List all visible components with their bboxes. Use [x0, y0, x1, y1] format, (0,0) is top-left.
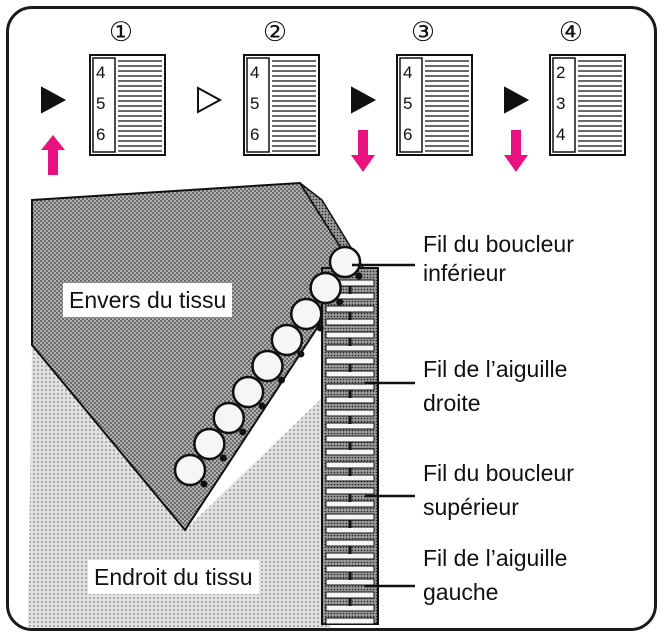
dial-1-value-top: 4	[96, 63, 106, 82]
stitch-bar	[325, 435, 375, 443]
looper-knot	[258, 402, 266, 410]
looper-knot	[297, 350, 305, 358]
stitch-bar	[325, 357, 375, 365]
setting-4-dial-window	[552, 57, 576, 153]
thread-right-needle-line2: droite	[423, 390, 481, 416]
looper-loops	[173, 245, 363, 488]
dial-4-value-mid: 3	[556, 94, 566, 113]
stitch-bar	[325, 305, 375, 313]
stitch-bar	[325, 383, 375, 391]
thread-upper-looper-line1: Fil du boucleur	[423, 460, 574, 486]
thread-upper-looper-line2: supérieur	[423, 494, 519, 520]
looper-loop	[173, 453, 207, 487]
dial-2-value-mid: 5	[250, 94, 260, 113]
stitch-bar	[325, 539, 375, 547]
setting-3-arrow-down-icon	[351, 130, 375, 172]
stitch-bar	[325, 461, 375, 469]
settings-row	[41, 54, 626, 175]
setting-4-number: ④	[558, 17, 584, 47]
dial-2-value-bot: 6	[250, 125, 260, 144]
looper-knot	[239, 428, 247, 436]
right-side-label: Endroit du tissu	[88, 560, 259, 594]
dial-1-value-bot: 6	[96, 125, 106, 144]
stitch-bar	[325, 409, 375, 417]
setting-4-indicator-triangle	[504, 86, 530, 114]
leader-lines	[352, 263, 415, 588]
setting-4-arrow-down-icon	[504, 130, 528, 172]
dial-1-value-mid: 5	[96, 94, 106, 113]
thread-lower-looper-line1: Fil du boucleur	[423, 231, 574, 257]
fabric-wrong-side	[31, 181, 357, 532]
setting-3-number: ③	[410, 17, 436, 47]
setting-2-number: ②	[262, 17, 288, 47]
looper-knot	[278, 376, 285, 384]
thread-right-needle-line1: Fil de l’aiguille	[423, 356, 568, 382]
stitch-bar	[325, 331, 375, 339]
dial-4-value-top: 2	[556, 63, 566, 82]
stitch-bars	[325, 279, 375, 625]
wrong-side-label: Envers du tissu	[63, 283, 233, 317]
dial-3-value-top: 4	[403, 63, 413, 82]
thread-left-needle-line1: Fil de l’aiguille	[423, 545, 568, 571]
setting-1-dial-window	[92, 57, 116, 153]
setting-1-indicator-triangle	[41, 86, 67, 114]
looper-loop	[231, 375, 265, 409]
looper-knot	[219, 454, 227, 462]
dial-4-value-bot: 4	[556, 125, 566, 144]
setting-3-dial-window	[399, 57, 423, 153]
looper-loop	[290, 297, 323, 331]
stitch-bar	[325, 513, 375, 521]
dial-3-value-bot: 6	[403, 125, 413, 144]
setting-3-indicator-triangle	[351, 86, 377, 114]
setting-1-number: ①	[108, 17, 134, 47]
thread-left-needle-line2: gauche	[423, 579, 499, 605]
setting-2-indicator-triangle	[197, 86, 223, 114]
looper-loop	[309, 271, 342, 305]
looper-loop	[212, 401, 245, 435]
looper-loop	[193, 427, 226, 461]
looper-loop	[251, 349, 284, 383]
dial-2-value-top: 4	[250, 63, 260, 82]
setting-2-dial-window	[246, 57, 270, 153]
thread-lower-looper-line2: inférieur	[423, 260, 507, 286]
stitch-bar	[325, 487, 375, 495]
looper-knot	[200, 480, 208, 488]
looper-loop	[328, 245, 362, 279]
looper-knot	[316, 324, 324, 332]
looper-loop	[270, 323, 304, 357]
stitch-bar	[325, 565, 375, 573]
stitch-bar	[325, 591, 375, 599]
dial-3-value-mid: 5	[403, 94, 413, 113]
stitch-bar	[325, 617, 375, 625]
looper-knot	[336, 298, 344, 306]
setting-1-arrow-up-icon	[41, 135, 65, 175]
looper-knot	[355, 272, 363, 280]
